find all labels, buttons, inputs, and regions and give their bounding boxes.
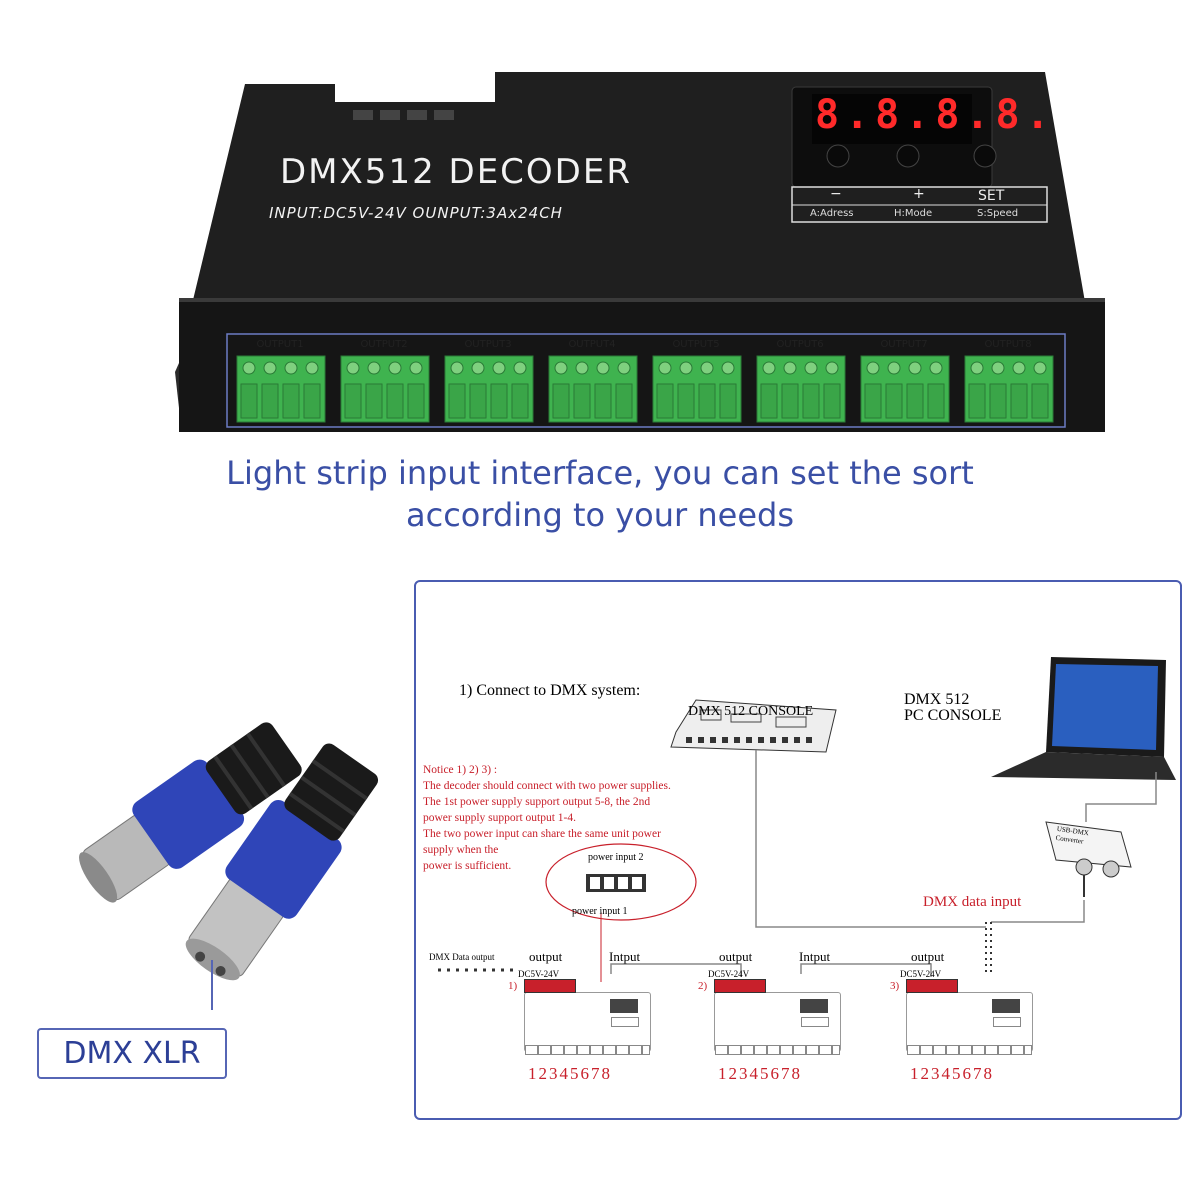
output-label-6: OUTPUT6 xyxy=(776,339,824,350)
pc-console-line-2: PC CONSOLE xyxy=(904,707,1002,724)
output-terminal-2 xyxy=(340,355,430,423)
unit-display-icon xyxy=(610,999,638,1013)
output-label-3: OUTPUT3 xyxy=(464,339,512,350)
output-label-2: OUTPUT2 xyxy=(360,339,408,350)
device-spec: INPUT:DC5V-24V OUNPUT:3Ax24CH xyxy=(269,204,563,222)
dmx-xlr-label: DMX XLR xyxy=(37,1028,227,1079)
output-terminal-8 xyxy=(964,355,1054,423)
unit-channel-numbers: 12345678 xyxy=(528,1064,612,1083)
minus-sub-label: A:Adress xyxy=(810,208,854,219)
unit-terminals-icon xyxy=(907,1045,1032,1055)
decoder-unit-2 xyxy=(714,992,841,1055)
unit-buttons-icon xyxy=(993,1017,1021,1027)
seven-segment-display: 8.8.8.8. xyxy=(815,92,1056,138)
output-terminal-1 xyxy=(236,355,326,423)
unit-input-label: Intput xyxy=(609,949,641,964)
notice-line: supply when the xyxy=(423,844,499,856)
unit-channel-numbers: 12345678 xyxy=(910,1064,994,1083)
unit-buttons-icon xyxy=(801,1017,829,1027)
power-input-2-label: power input 2 xyxy=(588,852,644,863)
notice-line: Notice 1) 2) 3) : xyxy=(423,764,498,776)
dmx-decoder-device: DMX512 DECODER INPUT:DC5V-24V OUNPUT:3Ax… xyxy=(175,72,1105,442)
pc-console-line-1: DMX 512 xyxy=(904,691,970,708)
unit-power-terminal-3 xyxy=(906,979,958,993)
wiring-diagram-panel: 1) Connect to DMX system: DMX 512 CONSOL… xyxy=(414,580,1182,1120)
caption: Light strip input interface, you can set… xyxy=(0,452,1200,536)
unit-voltage: DC5V-24V xyxy=(708,969,750,979)
unit-power-terminal-1 xyxy=(524,979,576,993)
output-label-5: OUTPUT5 xyxy=(672,339,720,350)
unit-terminals-icon xyxy=(525,1045,650,1055)
output-label-1: OUTPUT1 xyxy=(256,339,304,350)
output-label-8: OUTPUT8 xyxy=(984,339,1032,350)
decoder-unit-3 xyxy=(906,992,1033,1055)
decoder-unit-1 xyxy=(524,992,651,1055)
unit-output-label: output xyxy=(529,949,563,964)
set-button-label: SET xyxy=(978,188,1005,204)
output-label-7: OUTPUT7 xyxy=(880,339,928,350)
set-sub-label: S:Speed xyxy=(977,208,1019,219)
console-label: DMX 512 CONSOLE xyxy=(688,704,814,719)
plus-button-label: + xyxy=(913,186,925,202)
notice-line: The 1st power supply support output 5-8,… xyxy=(423,796,651,808)
dmx-data-output-label: DMX Data output xyxy=(429,952,495,962)
minus-button-label: − xyxy=(830,186,842,202)
pc-console-label: DMX 512 PC CONSOLE xyxy=(904,692,1001,724)
unit-display-icon xyxy=(992,999,1020,1013)
output-terminal-5 xyxy=(652,355,742,423)
unit-terminals-icon xyxy=(715,1045,840,1055)
unit-buttons-icon xyxy=(611,1017,639,1027)
unit-number: 3) xyxy=(890,980,900,992)
unit-number: 1) xyxy=(508,980,518,992)
notice-line: The decoder should connect with two powe… xyxy=(423,780,671,792)
unit-power-terminal-2 xyxy=(714,979,766,993)
caption-line-2: according to your needs xyxy=(406,496,794,534)
notice-line: power supply support output 1-4. xyxy=(423,812,577,824)
power-input-1-label: power input 1 xyxy=(572,906,628,917)
diagram-heading: 1) Connect to DMX system: xyxy=(459,682,641,699)
output-terminal-4 xyxy=(548,355,638,423)
unit-input-label: Intput xyxy=(799,949,831,964)
xlr-connector-graphic xyxy=(79,722,379,1025)
caption-line-1: Light strip input interface, you can set… xyxy=(226,454,974,492)
unit-output-label: output xyxy=(719,949,753,964)
unit-output-label: output xyxy=(911,949,945,964)
output-terminal-3 xyxy=(444,355,534,423)
output-label-4: OUTPUT4 xyxy=(568,339,616,350)
unit-voltage: DC5V-24V xyxy=(900,969,942,979)
unit-display-icon xyxy=(800,999,828,1013)
notice-line: power is sufficient. xyxy=(423,860,512,872)
decoder-body-graphic xyxy=(175,72,1105,432)
notice-text: Notice 1) 2) 3) : The decoder should conn… xyxy=(423,762,671,874)
xlr-connectors-image xyxy=(40,670,420,1025)
wiring-diagram-graphic xyxy=(438,657,1176,982)
output-terminal-6 xyxy=(756,355,846,423)
unit-number: 2) xyxy=(698,980,708,992)
plus-sub-label: H:Mode xyxy=(894,208,933,219)
unit-channel-numbers: 12345678 xyxy=(718,1064,802,1083)
output-terminal-7 xyxy=(860,355,950,423)
notice-line: The two power input can share the same u… xyxy=(423,828,661,840)
unit-voltage: DC5V-24V xyxy=(518,969,560,979)
device-title: DMX512 DECODER xyxy=(280,152,632,192)
dmx-data-input-label: DMX data input xyxy=(923,894,1022,910)
